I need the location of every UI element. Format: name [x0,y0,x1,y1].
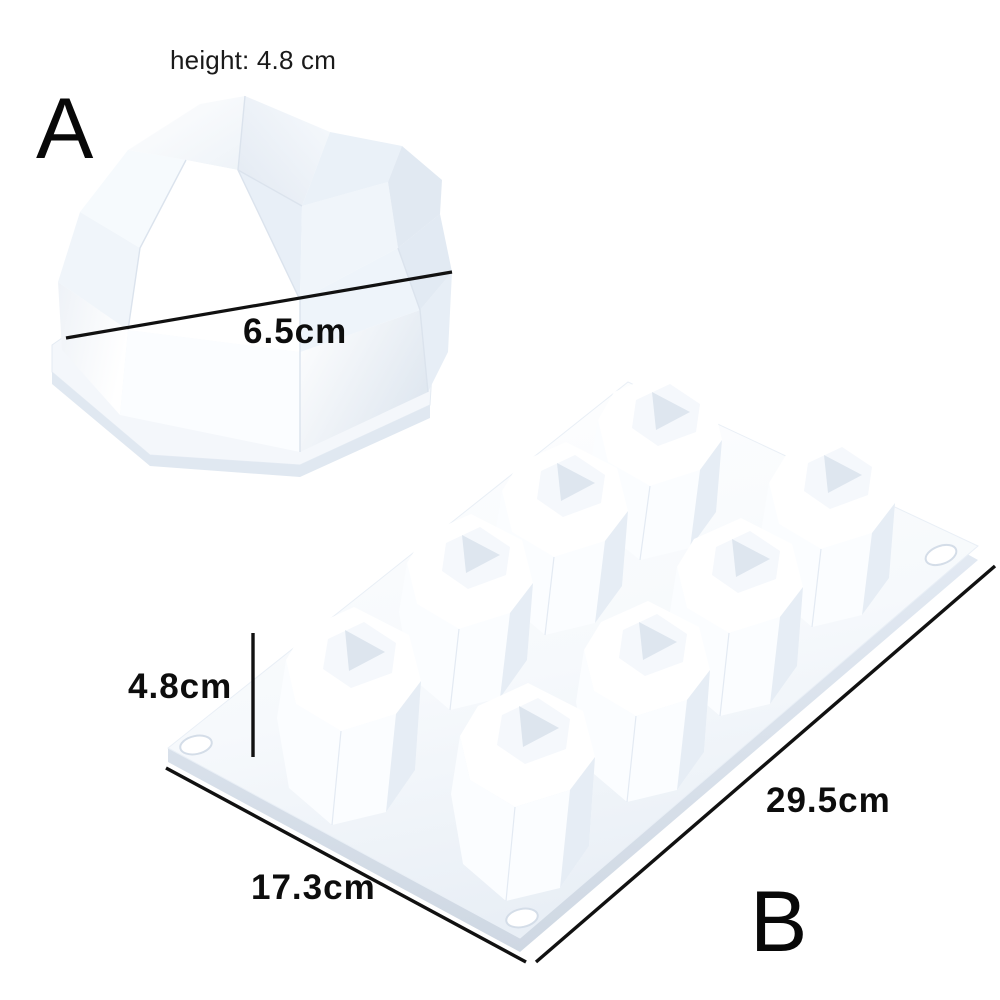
facet-lower-front-left [120,330,300,452]
cavity-r2c2-inner-triangle [824,455,862,493]
cavity-r4c1-inner-triangle [519,706,559,747]
cavity-r2c1-inner-triangle [462,535,500,573]
corner-hole-bottom [505,907,539,929]
height-note-label: height: 4.8 cm [170,45,337,75]
cavity-r3c1 [277,607,421,825]
cavity-r4c2 [576,601,710,802]
item-a-lower-body [58,272,452,452]
cavity-r3c1-shadow-side [386,681,421,812]
cavity-r1c2-shadow-side [690,440,722,548]
dimension-label-a-width: 6.5cm [243,312,348,351]
facet-upper-top-left [128,96,245,170]
facet-upper-right-top [302,132,402,206]
facet-upper-front-left [140,160,300,300]
cavity-r4c2-shadow-side [677,670,710,790]
item-b-tray-object [167,372,979,952]
cavity-r2c1 [399,514,533,710]
facet-upper-left [80,150,186,248]
cavity-r3c2-shadow-side [770,587,803,704]
item-a-mold-object [51,95,452,477]
facet-lower-right [420,272,452,392]
item-b-letter-label: B [750,874,808,970]
facet-lower-left [58,282,128,415]
dimension-line-a-width [65,270,453,340]
dimension-label-b-width: 17.3cm [251,868,376,907]
cavity-r4c1 [451,683,595,901]
facet-mid-front-right [300,248,420,352]
cavity-r2c2-shadow-side [862,503,895,615]
item-a-letter-label: A [36,81,94,177]
cavity-r2c1-body [399,563,533,710]
facet-mid-left [58,212,140,330]
dimension-line-b-length [534,564,997,964]
facet-upper-front-right [300,182,398,300]
dimension-label-b-length: 29.5cm [766,781,891,820]
cavity-r3c1-body [277,660,421,825]
cavity-r1c1-inner-triangle [557,463,595,501]
cavity-r1c2-inner-triangle [652,392,690,430]
cavity-r3c1-inner-triangle [345,630,385,671]
base-flange-edge [52,372,430,477]
item-a-ridges [127,95,429,452]
facet-mid-front-left [128,236,300,352]
cavity-r2c1-shadow-side [500,583,533,698]
corner-hole-right [924,543,958,567]
cavity-r4c1-shadow-side [560,757,595,888]
facet-upper-top-right [238,96,330,206]
tray-cavity-ridges [331,485,822,902]
item-a-upper-dome [80,96,442,300]
facet-lower-front-right [300,310,428,452]
cavity-r3c2-inner-triangle [732,539,770,577]
cavity-r4c2-body [576,650,710,802]
cavity-r4c1-body [451,736,595,901]
facet-upper-right [388,146,442,248]
dimension-label-b-height: 4.8cm [128,667,233,706]
cavity-r4c2-inner-triangle [639,622,677,660]
cavity-r1c1-shadow-side [595,511,628,623]
corner-hole-left [179,734,213,756]
dimension-line-b-width [165,766,527,964]
